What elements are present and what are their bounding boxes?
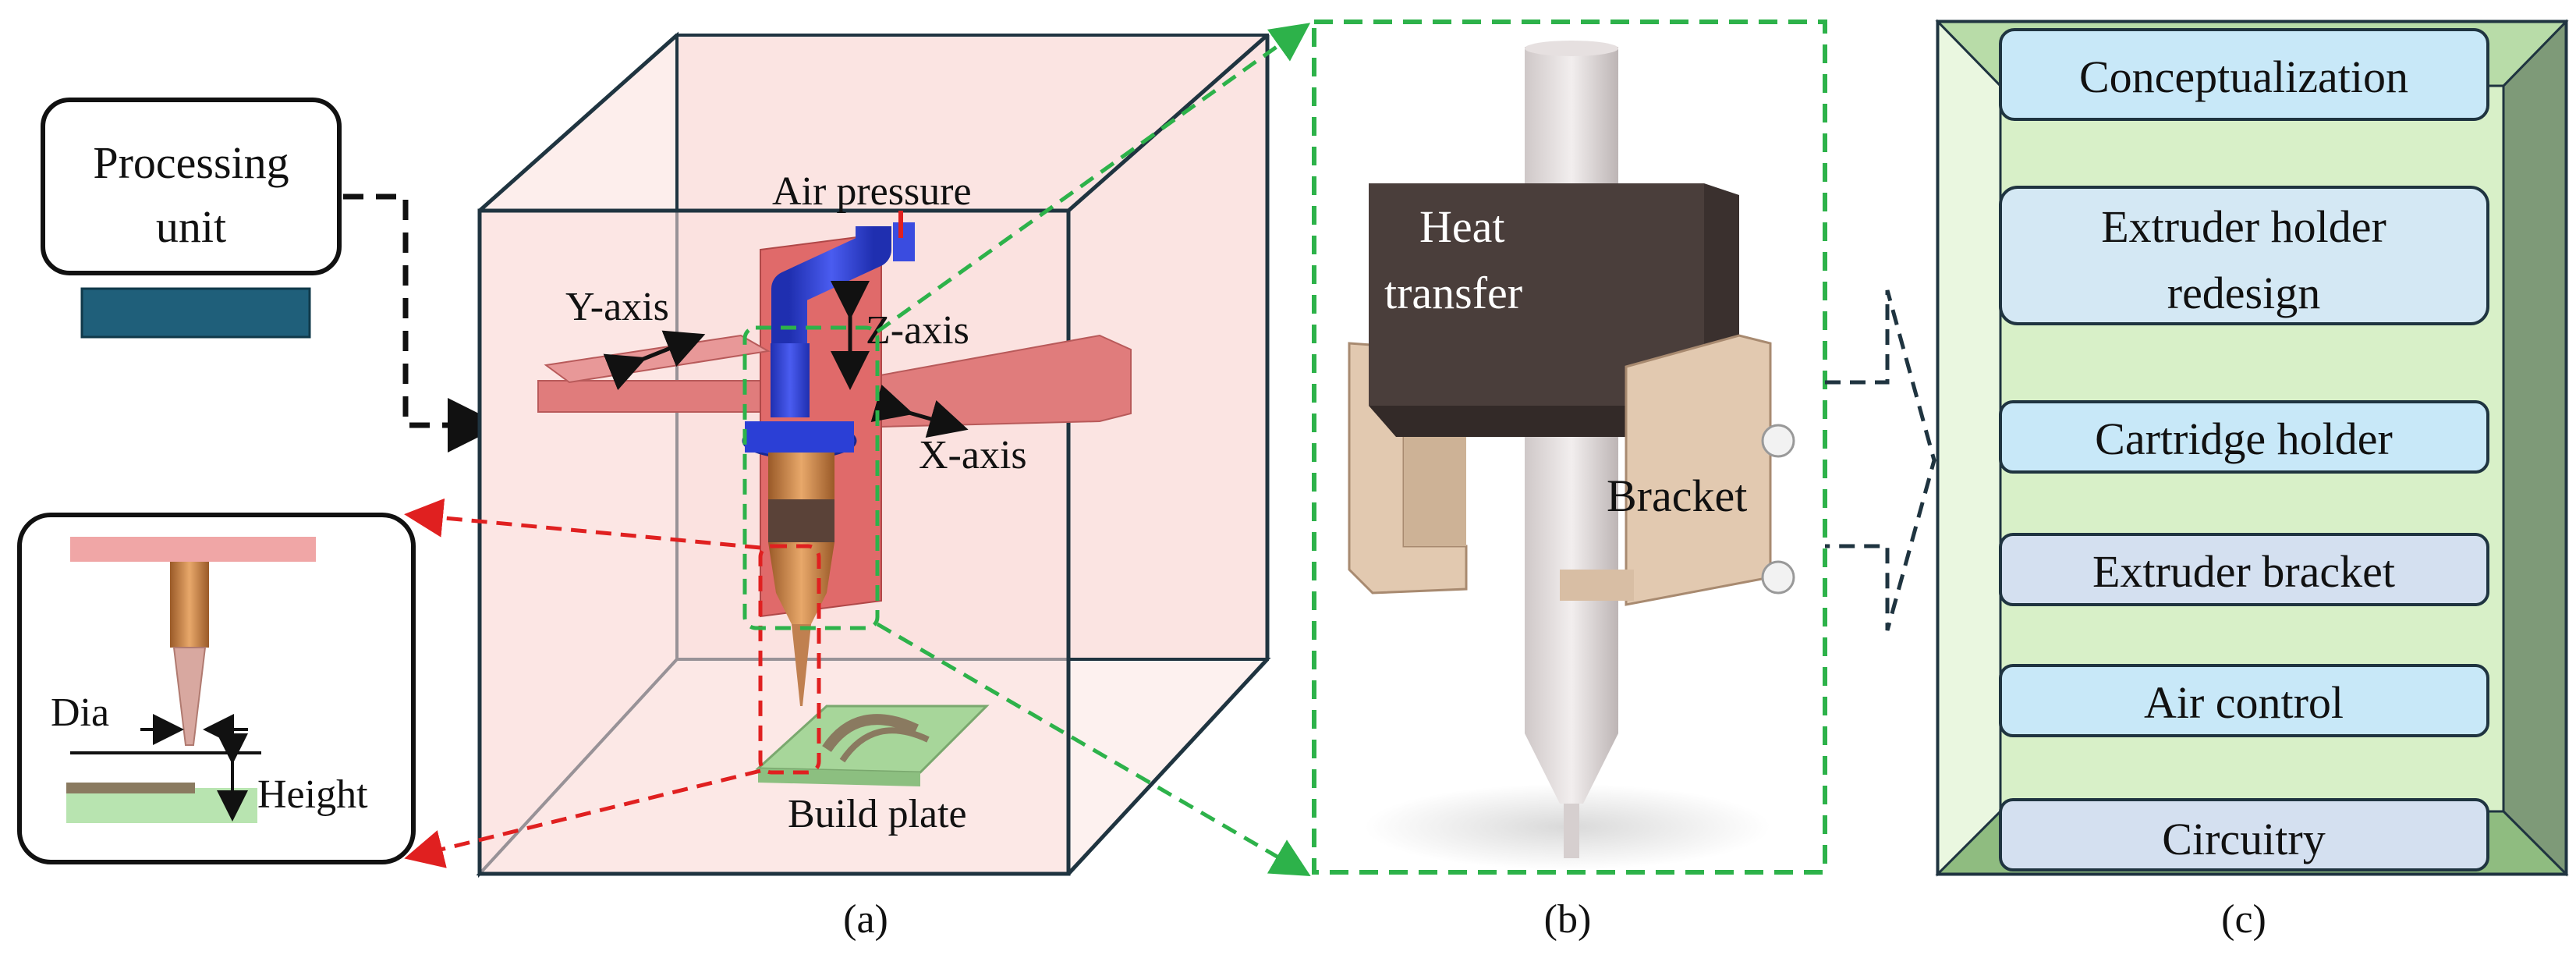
air-inlet bbox=[893, 222, 915, 261]
air-pressure-label: Air pressure bbox=[772, 169, 972, 214]
blue-flange-body bbox=[745, 421, 854, 453]
x-axis-label: X-axis bbox=[919, 433, 1027, 477]
barrel-cone bbox=[1525, 733, 1618, 804]
step-5: Air control bbox=[1999, 664, 2489, 737]
blue-upper-body bbox=[771, 343, 810, 417]
build-plate-label: Build plate bbox=[788, 792, 967, 836]
zoom-line-lower bbox=[404, 768, 761, 868]
bracket-right bbox=[1625, 334, 1772, 606]
printed-part-2 bbox=[839, 727, 930, 763]
needle-tip bbox=[792, 624, 811, 706]
processing-unit-label-1: Processing bbox=[93, 137, 289, 188]
caption-a: (a) bbox=[843, 897, 888, 942]
inset-extruded-line bbox=[66, 783, 195, 793]
panel-c-right-side bbox=[2502, 19, 2567, 877]
panel-c: Conceptualization Extruder holder redesi… bbox=[1935, 19, 2569, 942]
caption-c: (c) bbox=[2221, 897, 2266, 942]
bracket-right-foot bbox=[1560, 570, 1634, 601]
build-plate-top bbox=[755, 705, 990, 774]
step-2: Extruder holder redesign bbox=[1999, 186, 2489, 325]
enclosure-edge-bottom-right bbox=[1067, 658, 1269, 875]
panel-b: Heat transfer Bracket (b) bbox=[1312, 20, 1827, 942]
caption-b: (b) bbox=[1544, 897, 1592, 942]
step-2-label-2: redesign bbox=[2167, 268, 2321, 318]
inset-needle bbox=[172, 647, 207, 746]
heat-transfer-block bbox=[1369, 183, 1704, 406]
nozzle-zoom-region bbox=[758, 544, 821, 775]
connector-processing-to-printer bbox=[343, 193, 502, 453]
step-1-label: Conceptualization bbox=[2079, 51, 2408, 102]
copper-upper bbox=[768, 453, 834, 499]
step-1: Conceptualization bbox=[1999, 28, 2489, 121]
step-3: Cartridge holder bbox=[1999, 400, 2489, 474]
y-axis-label: Y-axis bbox=[565, 285, 669, 329]
processing-unit-base bbox=[80, 287, 311, 339]
step-5-box bbox=[1999, 664, 2489, 737]
panel-a: Processing unit bbox=[17, 23, 1311, 942]
z-axis-label: Z-axis bbox=[866, 308, 969, 353]
processing-unit: Processing unit bbox=[41, 98, 342, 339]
y-axis-arrow bbox=[603, 330, 706, 391]
green-zoom-line-upper bbox=[876, 23, 1311, 334]
nozzle-inset: Dia Height bbox=[17, 513, 416, 864]
inset-print-head bbox=[70, 537, 316, 562]
heat-transfer-bottom bbox=[1369, 406, 1704, 437]
printed-part bbox=[822, 714, 919, 753]
processing-unit-box bbox=[41, 98, 342, 275]
step-4-label: Extruder bracket bbox=[2092, 546, 2395, 597]
step-6: Circuitry bbox=[1999, 798, 2489, 871]
step-1-box bbox=[1999, 28, 2489, 121]
extruder-assembly bbox=[742, 211, 915, 706]
x-axis-arrow bbox=[870, 384, 969, 438]
step-2-box bbox=[1999, 186, 2489, 325]
step-6-box bbox=[1999, 798, 2489, 871]
bolt-upper bbox=[1761, 424, 1795, 458]
step-2-label-1: Extruder holder bbox=[2101, 201, 2386, 252]
air-hose bbox=[771, 226, 891, 343]
step-4: Extruder bracket bbox=[1999, 533, 2489, 606]
step-5-label: Air control bbox=[2144, 677, 2344, 728]
copper-band bbox=[768, 499, 834, 542]
enclosure-edge-top-left bbox=[478, 34, 679, 212]
inset-nozzle-body bbox=[170, 562, 209, 648]
step-4-box bbox=[1999, 533, 2489, 606]
inset-dia-label: Dia bbox=[51, 690, 109, 735]
processing-unit-label-2: unit bbox=[156, 201, 226, 252]
heat-transfer-label-2: transfer bbox=[1384, 268, 1522, 318]
green-zoom-line-lower bbox=[876, 622, 1311, 877]
bolt-lower bbox=[1761, 560, 1795, 595]
step-3-box bbox=[1999, 400, 2489, 474]
step-3-label: Cartridge holder bbox=[2095, 414, 2393, 464]
zoom-line-upper bbox=[404, 498, 761, 550]
build-plate bbox=[755, 705, 990, 786]
step-6-label: Circuitry bbox=[2162, 814, 2325, 864]
barrel-tip bbox=[1564, 804, 1579, 858]
inset-frame bbox=[17, 513, 416, 864]
barrel-top bbox=[1525, 41, 1618, 56]
extruder-zoom-region bbox=[742, 325, 880, 630]
bracket-label: Bracket bbox=[1607, 470, 1747, 521]
inset-height-label: Height bbox=[257, 772, 368, 817]
heat-transfer-label-1: Heat bbox=[1419, 201, 1505, 252]
panel-c-left-side bbox=[1936, 19, 2002, 877]
connector-chevron bbox=[1825, 289, 1936, 631]
